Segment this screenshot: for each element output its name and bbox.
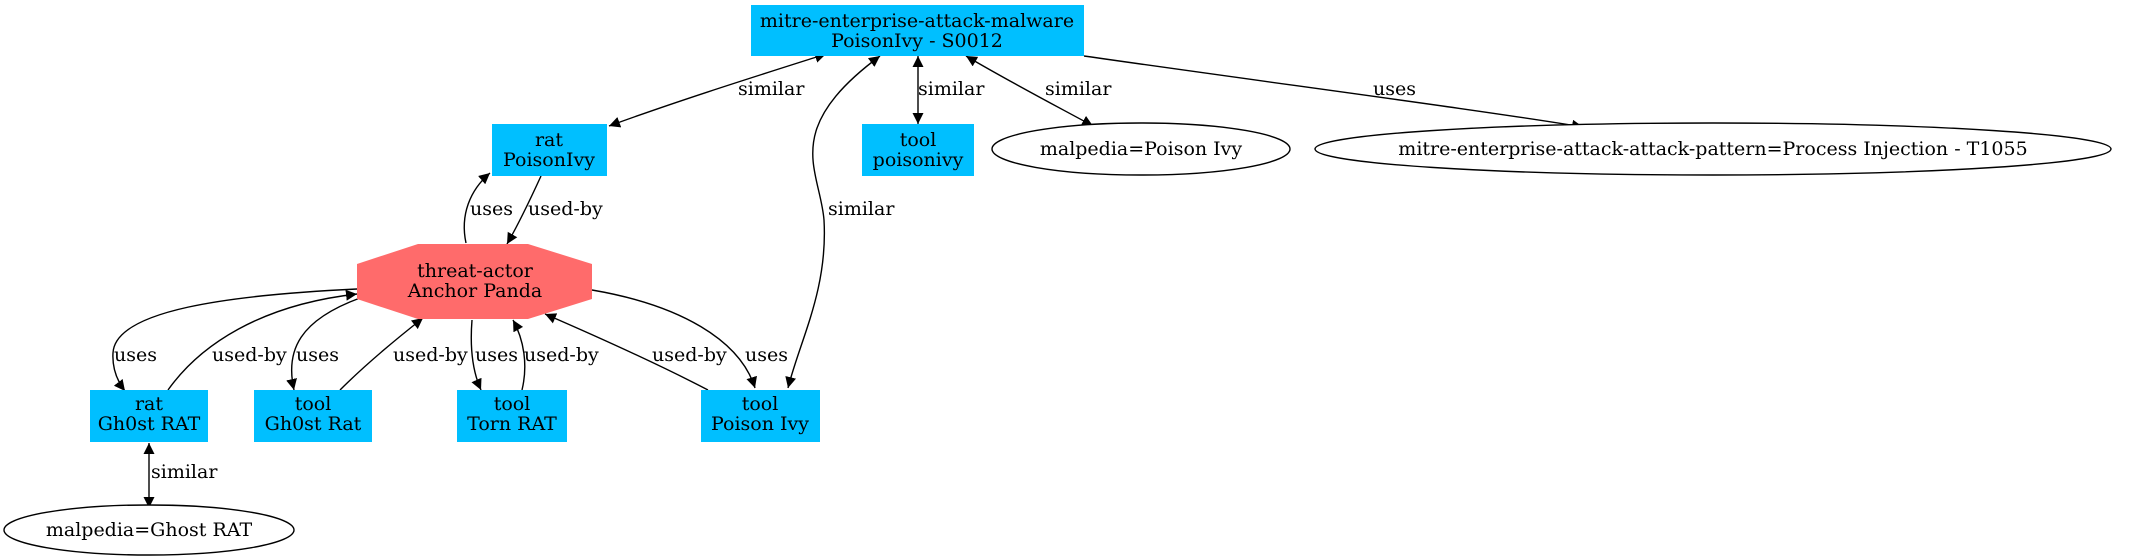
edge-tool-gh0st-actor-usedby xyxy=(339,317,424,391)
node-type-label: tool xyxy=(295,393,332,415)
node-name-label: Gh0st Rat xyxy=(265,413,362,435)
edge-actor-tool-torn-uses xyxy=(470,319,482,391)
edge-malware-tool-poisonivy-long xyxy=(785,55,881,389)
node-tool-poisonivy[interactable]: tool poisonivy xyxy=(862,124,974,176)
node-name-label: Gh0st RAT xyxy=(98,413,201,435)
edge-label-used-by: used-by xyxy=(212,344,287,366)
node-malpedia-poison-ivy[interactable]: malpedia=Poison Ivy xyxy=(991,122,1291,176)
node-tool-torn-rat[interactable]: tool Torn RAT xyxy=(457,390,567,442)
node-name-label: PoisonIvy - S0012 xyxy=(831,30,1003,52)
edge-actor-rat-poisonivy-uses xyxy=(463,172,491,244)
node-type-label: rat xyxy=(135,393,163,415)
edge-malware-malpedia-poisonivy xyxy=(965,55,1094,127)
node-malware-poisonivy[interactable]: mitre-enterprise-attack-malware PoisonIv… xyxy=(751,5,1084,56)
edge-label-uses: uses xyxy=(470,198,513,220)
node-rat-poisonivy[interactable]: rat PoisonIvy xyxy=(492,124,607,176)
node-attack-pattern-process-injection[interactable]: mitre-enterprise-attack-attack-pattern=P… xyxy=(1314,122,2112,176)
node-name-label: PoisonIvy xyxy=(503,149,595,171)
edge-rat-poisonivy-actor-usedby xyxy=(506,175,542,245)
node-label: mitre-enterprise-attack-attack-pattern=P… xyxy=(1398,138,2027,160)
node-malpedia-ghost-rat[interactable]: malpedia=Ghost RAT xyxy=(3,504,295,556)
node-type-label: tool xyxy=(742,393,779,415)
edge-label-used-by: used-by xyxy=(528,198,603,220)
edge-label-similar: similar xyxy=(918,78,985,100)
nodes: mitre-enterprise-attack-malware PoisonIv… xyxy=(3,5,2112,556)
edge-malware-attack-pattern xyxy=(1083,55,1584,131)
edge-label-uses: uses xyxy=(475,344,518,366)
node-type-label: rat xyxy=(535,129,563,151)
node-tool-poison-ivy[interactable]: tool Poison Ivy xyxy=(701,390,820,442)
edge-label-similar: similar xyxy=(151,461,218,483)
edge-label-uses: uses xyxy=(114,344,157,366)
node-label: malpedia=Ghost RAT xyxy=(46,519,253,541)
node-type-label: tool xyxy=(900,129,937,151)
edge-rat-gh0st-actor-usedby xyxy=(167,289,358,391)
node-name-label: Anchor Panda xyxy=(407,280,542,302)
node-name-label: Torn RAT xyxy=(467,413,557,435)
edge-label-used-by: used-by xyxy=(652,344,727,366)
edge-actor-tool-gh0st-uses xyxy=(286,297,361,391)
edge-label-similar: similar xyxy=(738,78,805,100)
node-type-label: mitre-enterprise-attack-malware xyxy=(760,10,1074,32)
node-type-label: tool xyxy=(494,393,531,415)
edge-tool-poison-actor-usedby xyxy=(544,313,709,391)
edge-label-similar: similar xyxy=(828,198,895,220)
node-label: malpedia=Poison Ivy xyxy=(1040,138,1243,160)
edge-label-similar: similar xyxy=(1045,78,1112,100)
node-threat-actor-anchor-panda[interactable]: threat-actor Anchor Panda xyxy=(357,244,592,319)
edge-label-uses: uses xyxy=(1373,78,1416,100)
edge-tool-torn-actor-usedby xyxy=(512,319,526,391)
node-name-label: poisonivy xyxy=(873,149,964,171)
node-name-label: Poison Ivy xyxy=(711,413,809,435)
node-rat-gh0st-rat[interactable]: rat Gh0st RAT xyxy=(90,390,208,442)
edge-label-uses: uses xyxy=(745,344,788,366)
edge-label-used-by: used-by xyxy=(393,344,468,366)
edge-label-used-by: used-by xyxy=(524,344,599,366)
node-tool-gh0st-rat[interactable]: tool Gh0st Rat xyxy=(254,390,372,442)
edges: similar similar similar uses similar use… xyxy=(112,52,1584,508)
node-type-label: threat-actor xyxy=(417,260,534,282)
edge-actor-tool-poison-uses xyxy=(591,289,757,389)
edge-actor-rat-gh0st-uses xyxy=(112,288,358,392)
edge-label-uses: uses xyxy=(296,344,339,366)
